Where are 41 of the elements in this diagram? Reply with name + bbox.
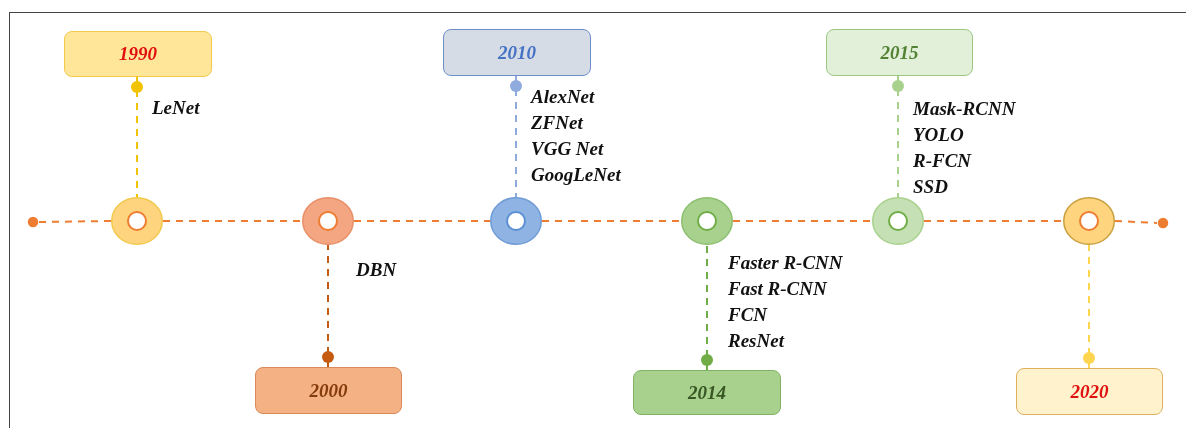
timeline-axis <box>732 220 873 222</box>
year-box: 2010 <box>443 29 591 76</box>
year-box: 1990 <box>64 31 212 77</box>
model-name: ResNet <box>728 329 784 353</box>
timeline-axis <box>541 220 682 222</box>
model-name: R-FCN <box>913 149 972 173</box>
timeline-axis <box>162 220 303 222</box>
dotted-connector <box>322 244 334 368</box>
model-name: Fast R-CNN <box>728 277 827 301</box>
model-name: Mask-RCNN <box>913 97 1016 121</box>
year-box: 2014 <box>633 370 781 415</box>
dotted-connector <box>131 76 143 198</box>
dotted-connector <box>701 244 713 371</box>
model-name: VGG Net <box>531 137 604 161</box>
model-name: GoogLeNet <box>531 163 621 187</box>
model-name: SSD <box>913 175 948 199</box>
model-name: YOLO <box>913 123 964 147</box>
dotted-connector <box>1083 244 1095 369</box>
timeline-marker <box>872 197 924 245</box>
model-name: AlexNet <box>531 85 595 109</box>
model-name: DBN <box>356 258 397 282</box>
timeline-marker <box>111 197 163 245</box>
model-name: ZFNet <box>531 111 583 135</box>
year-box: 2015 <box>826 29 973 76</box>
dotted-connector <box>892 75 904 198</box>
model-name: LeNet <box>152 96 200 120</box>
timeline-marker <box>490 197 542 245</box>
timeline-marker <box>1063 197 1115 245</box>
axis-end-dot <box>1157 217 1169 229</box>
timeline-axis <box>923 220 1064 222</box>
axis-end-dot <box>27 216 39 228</box>
timeline-axis <box>38 220 112 223</box>
timeline-marker <box>681 197 733 245</box>
timeline-marker <box>302 197 354 245</box>
timeline-axis <box>353 220 491 222</box>
model-name: Faster R-CNN <box>728 251 843 275</box>
year-box: 2020 <box>1016 368 1163 415</box>
timeline-axis <box>1114 220 1158 224</box>
model-name: FCN <box>728 303 768 327</box>
year-box: 2000 <box>255 367 402 414</box>
dotted-connector <box>510 75 522 198</box>
